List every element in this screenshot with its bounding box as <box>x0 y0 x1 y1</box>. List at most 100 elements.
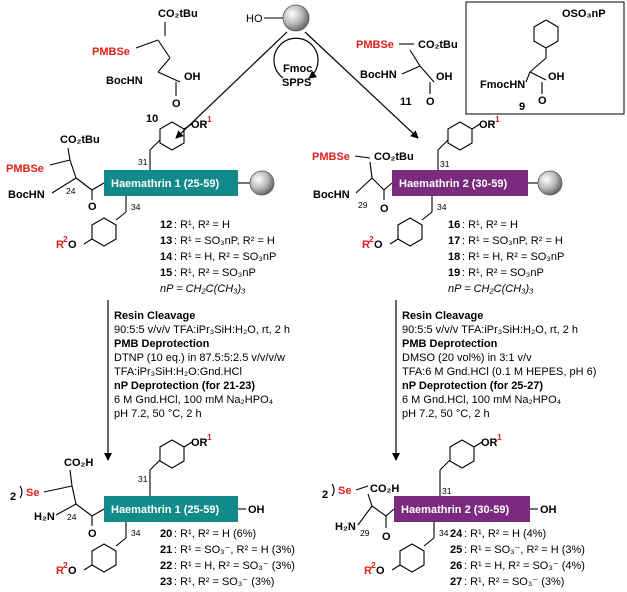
rr-box-label: Haemathrin 2 (30-59) <box>399 178 508 190</box>
spps-label: SPPS <box>282 77 311 89</box>
lr-num-24: 24 <box>66 186 76 196</box>
rr-r2-sup: 2 <box>369 234 374 244</box>
lp-entry-23-num: 23 <box>160 576 172 588</box>
lp-entry-22-num: 22 <box>160 560 172 572</box>
arrow-to-right <box>304 31 419 139</box>
lp-two: 2 <box>10 491 16 503</box>
lp-entry-21-num: 21 <box>160 544 172 556</box>
right-product: 2 Se CO₂H H₂N 29 O 31 OR 1 Haemathrin 2 … <box>322 432 585 588</box>
lr-np-def: nP = CH₂C(CH₃)₃ <box>160 283 246 295</box>
rp-se: Se <box>338 485 351 497</box>
lc-line-1: 90:5:5 v/v/v TFA:iPr₃SiH:H₂O, rt, 2 h <box>114 324 290 336</box>
c9-benzene-icon <box>533 19 559 49</box>
rp-num-31: 31 <box>442 486 452 496</box>
rp-haemathrin2-box <box>394 496 530 522</box>
compound-10: CO₂tBu PMBSe BocHN OH O 10 <box>92 8 201 125</box>
rc-line-3: DMSO (20 vol%) in 3:1 v/v <box>402 352 532 364</box>
rp-entry-27-num: 27 <box>450 576 462 588</box>
lc-line-3: DTNP (10 eq.) in 87.5:5:2.5 v/v/v/w <box>114 352 285 364</box>
c9-id: 9 <box>519 101 525 113</box>
rp-entry-25-num: 25 <box>450 544 462 556</box>
rp-entry-25-text: : R¹ = SO₃⁻, R² = H (3%) <box>464 544 585 556</box>
c11-id: 11 <box>400 96 412 108</box>
lr-carbonyl-o: O <box>88 201 97 213</box>
lr-entry-13-num: 13 <box>160 235 172 247</box>
lr-entry-15-num: 15 <box>160 267 172 279</box>
rp-two: 2 <box>322 489 328 501</box>
c10-co2tbu: CO₂tBu <box>158 8 198 20</box>
lr-or1-sup: 1 <box>207 114 212 124</box>
lp-h2n: H₂N <box>34 511 55 523</box>
rp-oh: OH <box>540 504 557 516</box>
c11-bochn: BocHN <box>360 69 397 81</box>
rp-r2-sup: 2 <box>371 560 376 570</box>
c9-oh: OH <box>548 71 565 83</box>
lc-line-5: nP Deprotection (for 21-23) <box>114 380 255 392</box>
rc-line-4: TFA:6 M Gnd.HCl (0.1 M HEPES, pH 6) <box>402 366 596 378</box>
rr-or1: OR <box>479 119 496 131</box>
rr-entry-16-num: 16 <box>448 219 460 231</box>
lp-num-24: 24 <box>67 512 77 522</box>
rp-entry-27-text: : R¹, R² = SO₃⁻ (3%) <box>464 576 564 588</box>
c10-pmbse: PMBSe <box>92 46 130 58</box>
arrow-to-left <box>175 31 288 139</box>
rc-line-2: PMB Deprotection <box>402 338 498 350</box>
rp-or1: OR <box>481 437 498 449</box>
c9-oso3np: OSO₃nP <box>562 8 606 20</box>
lr-pmbse: PMBSe <box>6 163 44 175</box>
rr-entry-19-num: 19 <box>448 267 460 279</box>
right-resin-peptide: PMBSe CO₂tBu BocHN 29 O 31 OR 1 Haemathr… <box>312 114 564 295</box>
lp-num-34: 34 <box>131 528 141 538</box>
lr-box-label: Haemathrin 1 (25-59) <box>111 178 220 190</box>
rp-entry-24-num: 24 <box>450 528 463 540</box>
rr-entry-19-text: : R¹, R² = SO₃nP <box>462 267 544 279</box>
rr-tyr34-ring-icon <box>397 217 423 247</box>
lr-tyr31-ring-icon <box>159 121 185 151</box>
lp-co2h: CO₂H <box>64 457 93 469</box>
c11-co2tbu: CO₂tBu <box>418 39 458 51</box>
c10-o: O <box>172 98 181 110</box>
lr-entry-12-text: : R¹, R² = H <box>174 219 230 231</box>
lp-r2-sup: 2 <box>63 560 68 570</box>
rr-bochn: BocHN <box>313 189 350 201</box>
lr-r2o: R <box>56 239 64 251</box>
rp-tyr31-ring-icon <box>449 439 475 469</box>
rr-pmbse: PMBSe <box>312 151 350 163</box>
rr-haemathrin2-box <box>392 170 528 196</box>
lc-line-6: 6 M Gnd.HCl, 100 mM Na₂HPO₄ <box>114 394 274 406</box>
rp-entry-26-text: : R¹ = H, R² = SO₃⁻ (4%) <box>464 560 585 572</box>
lr-resin-bead-icon <box>249 170 275 196</box>
lp-entry-22-text: : R¹ = H, R² = SO₃⁻ (3%) <box>174 560 295 572</box>
left-resin-peptide: CO₂tBu PMBSe BocHN 24 O 31 OR 1 Haemathr… <box>6 114 276 295</box>
left-product: CO₂H 2 Se H₂N 24 O 31 OR 1 Haemathrin 1 … <box>10 432 295 588</box>
lp-tyr31-ring-icon <box>159 439 185 469</box>
lp-tyr34-ring-icon <box>91 543 117 573</box>
rr-r2o: R <box>362 239 370 251</box>
lc-line-2: PMB Deprotection <box>114 338 210 350</box>
rp-entry-26-num: 26 <box>450 560 462 572</box>
lr-entry-14-num: 14 <box>160 251 173 263</box>
rr-entry-16-text: : R¹, R² = H <box>462 219 518 231</box>
lp-se: Se <box>26 487 39 499</box>
c9-o: O <box>538 95 547 107</box>
rr-r2o-o: O <box>374 239 383 251</box>
lp-box-label: Haemathrin 1 (25-59) <box>111 504 220 516</box>
rr-carbonyl-o: O <box>380 203 389 215</box>
cycle-arrow-icon <box>273 37 319 79</box>
lr-haemathrin1-box <box>104 170 238 196</box>
lr-or1: OR <box>191 119 208 131</box>
c11-o: O <box>426 96 435 108</box>
lr-tyr34-ring-icon <box>91 217 117 247</box>
lp-or1: OR <box>191 437 208 449</box>
lc-line-4: TFA:iPr₃SiH:H₂O:Gnd.HCl <box>114 366 242 378</box>
lp-r2o: R <box>56 565 64 577</box>
lp-or1-sup: 1 <box>207 432 212 442</box>
rr-num-34: 34 <box>437 202 447 212</box>
c9-fmochn: FmocHN <box>480 79 525 91</box>
rr-num-31: 31 <box>440 159 450 169</box>
lp-entry-20-text: : R¹, R² = H (6%) <box>174 528 256 540</box>
lr-r2-sup: 2 <box>63 234 68 244</box>
c11-pmbse: PMBSe <box>356 39 394 51</box>
rc-line-1: 90:5:5 v/v/v TFA:iPr₃SiH:H₂O, rt, 2 h <box>402 324 578 336</box>
